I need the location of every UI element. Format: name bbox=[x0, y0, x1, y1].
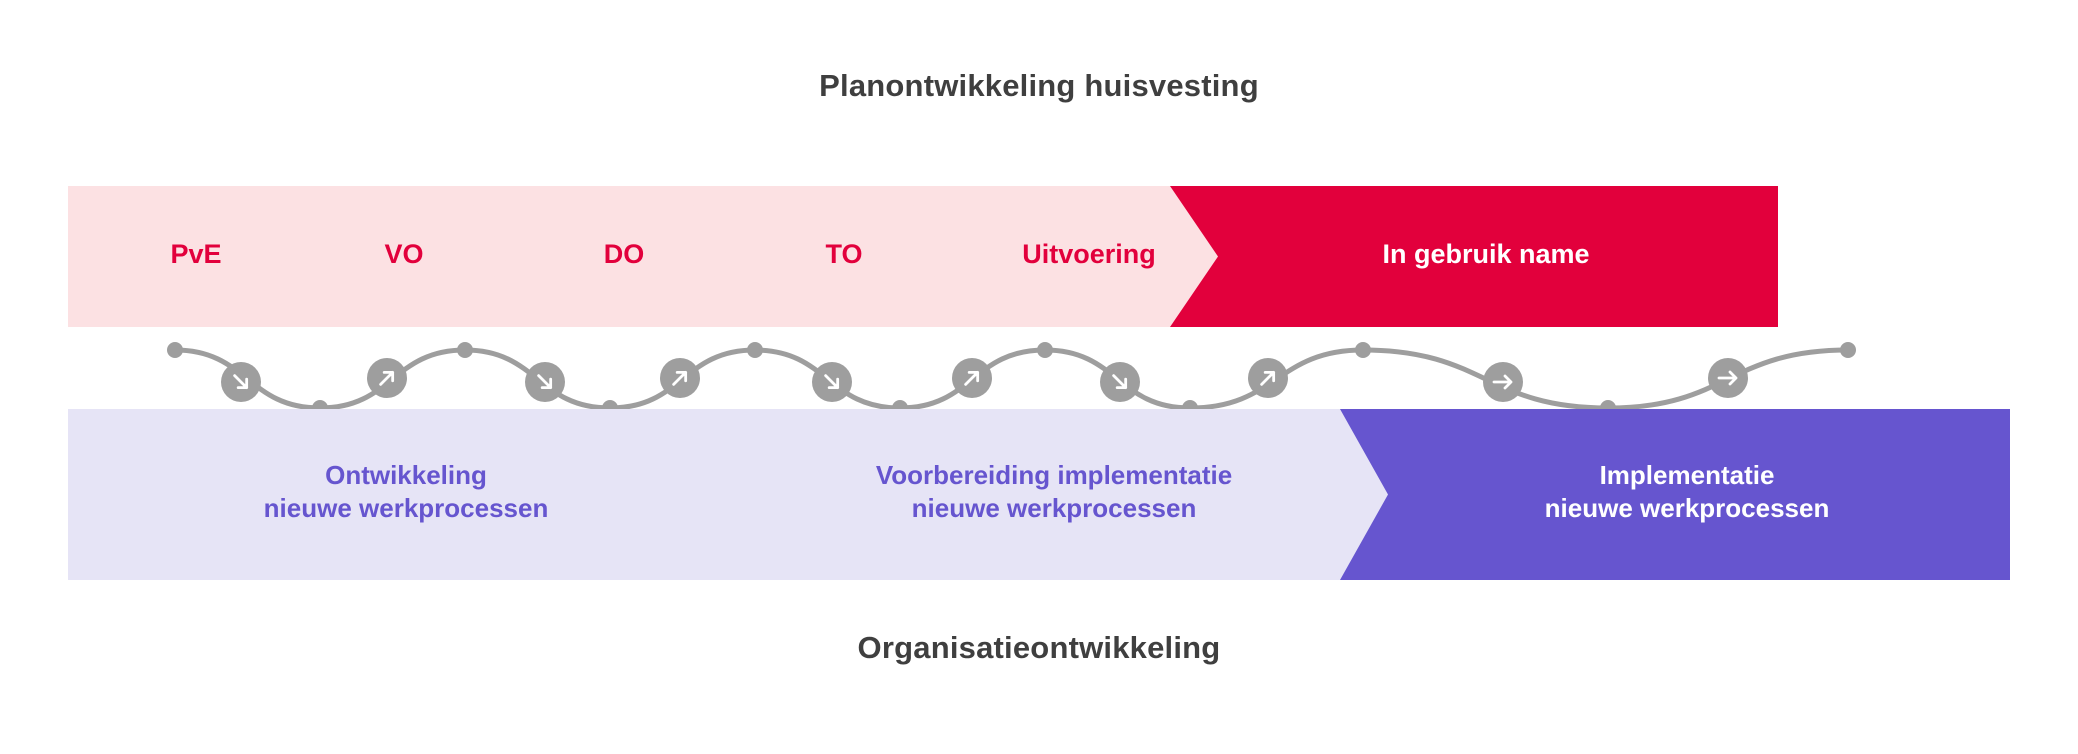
chevron-stage[interactable] bbox=[1340, 409, 2010, 580]
connector-arrow-icon[interactable] bbox=[221, 362, 261, 402]
connector-arrow-icon[interactable] bbox=[660, 358, 700, 398]
connector-arrow-icon[interactable] bbox=[525, 362, 565, 402]
connector-arrow-icon[interactable] bbox=[952, 358, 992, 398]
chevron-stage[interactable] bbox=[900, 186, 1278, 327]
bottom-track-title: Organisatieontwikkeling bbox=[857, 630, 1221, 665]
connector-arrow-icon[interactable] bbox=[1483, 362, 1523, 402]
top-track-title: Planontwikkeling huisvesting bbox=[819, 68, 1259, 103]
connector-arrow-icon[interactable] bbox=[367, 358, 407, 398]
connector-node-dot bbox=[457, 342, 473, 358]
connector-node-dot bbox=[1355, 342, 1371, 358]
chevron-stage[interactable] bbox=[660, 409, 1448, 580]
connector-node-dot bbox=[167, 342, 183, 358]
connector-arrow-icon[interactable] bbox=[1708, 358, 1748, 398]
connector-node-dot bbox=[747, 342, 763, 358]
connector-arrow-icon[interactable] bbox=[1100, 362, 1140, 402]
connector-arrow-icon[interactable] bbox=[1248, 358, 1288, 398]
chevron-stage[interactable] bbox=[1170, 186, 1778, 327]
connector-arrow-icon[interactable] bbox=[812, 362, 852, 402]
connector-node-dot bbox=[1037, 342, 1053, 358]
chevron-stage[interactable] bbox=[68, 409, 768, 580]
connector-node-dot bbox=[1840, 342, 1856, 358]
